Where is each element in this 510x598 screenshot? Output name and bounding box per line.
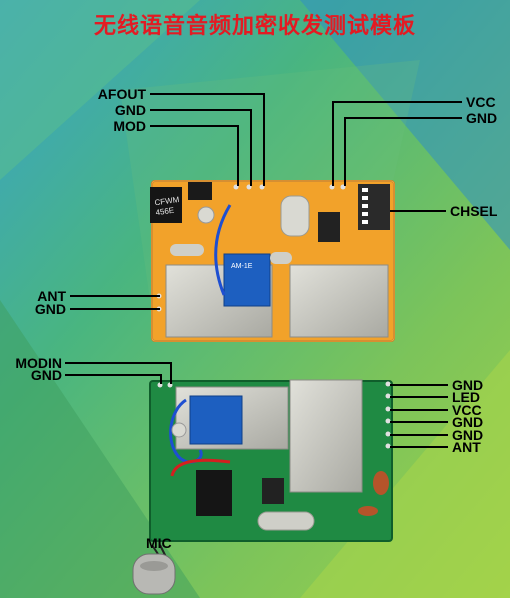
- small-crystal: [170, 244, 204, 256]
- leader-right-2: [390, 396, 448, 398]
- leader-gnd-top-right-drop: [344, 117, 346, 186]
- ic-chip: [318, 212, 340, 242]
- leader-right-3: [390, 409, 448, 411]
- label-chsel: CHSEL: [450, 203, 498, 219]
- bottom-transmitter-board: [132, 379, 393, 595]
- label-bottom-right-1: GND: [452, 377, 484, 393]
- filter-text-line2: 456E: [155, 206, 175, 218]
- crystal: [280, 195, 310, 237]
- soic-chip: [262, 478, 284, 504]
- label-bottom-right-2: LED: [452, 389, 480, 405]
- rf-shield-bottom-right: [289, 379, 363, 493]
- leader-right-4: [390, 421, 448, 423]
- leader-afout: [150, 93, 265, 95]
- bottom-crystal: [257, 511, 315, 531]
- trimmer-pot: [197, 206, 215, 224]
- audio-module: [223, 253, 271, 307]
- label-gnd-bottom-left: GND: [30, 367, 62, 383]
- page-title: 无线语音音频加密收发测试模板: [93, 14, 416, 39]
- leader-mod: [150, 125, 239, 127]
- dip-ic: [196, 470, 232, 516]
- label-gnd-top-1: GND: [114, 102, 146, 118]
- leader-gnd-top-right: [344, 117, 462, 119]
- leader-afout-drop: [263, 93, 265, 186]
- label-gnd-top-right: GND: [466, 110, 498, 126]
- leader-right-5: [390, 434, 448, 436]
- ceramic-filter: [150, 187, 182, 223]
- label-modin: MODIN: [15, 355, 62, 371]
- leader-gnd-bottom-left: [65, 374, 162, 376]
- leader-mod-drop: [237, 125, 239, 186]
- leader-gnd-top-drop: [250, 109, 252, 186]
- filter-text-line1: CFWM: [154, 195, 180, 207]
- leader-gnd-top: [150, 109, 252, 111]
- background-facet: [0, 0, 200, 180]
- background-facet: [300, 0, 510, 250]
- regulator-chip: [188, 182, 212, 200]
- leader-modin-drop: [170, 362, 172, 384]
- label-bottom-right-5: GND: [452, 427, 484, 443]
- leader-vcc-top: [332, 101, 462, 103]
- leader-chsel: [390, 210, 446, 212]
- leader-right-1: [390, 384, 448, 386]
- label-bottom-right-4: GND: [452, 414, 484, 430]
- audio-module-bottom: [189, 395, 243, 445]
- top-transceiver-board: AM-1E CFWM 456E: [150, 180, 395, 342]
- label-gnd-top-2: GND: [34, 301, 66, 317]
- trimmer-pot-bottom: [171, 422, 187, 438]
- blue-wire-bottom: [169, 398, 203, 464]
- leader-ant-top: [70, 295, 160, 297]
- microphone: [132, 553, 176, 595]
- label-bottom-right-6: ANT: [452, 439, 481, 455]
- leader-vcc-top-drop: [332, 101, 334, 186]
- label-mod: MOD: [113, 118, 146, 134]
- label-afout: AFOUT: [97, 86, 146, 102]
- module-text: AM-1E: [231, 263, 253, 270]
- leader-right-6: [390, 446, 448, 448]
- leader-gnd-bottom-left-drop: [160, 374, 162, 384]
- rf-shield-right: [289, 264, 389, 338]
- label-bottom-right-3: VCC: [452, 402, 482, 418]
- label-ant-top: ANT: [37, 288, 66, 304]
- leader-gnd-top-left: [70, 308, 160, 310]
- label-mic: MIC: [146, 535, 172, 551]
- blue-wire: [214, 204, 232, 296]
- small-crystal: [270, 252, 292, 264]
- coil-inductor: [373, 471, 389, 495]
- leader-modin: [65, 362, 172, 364]
- label-vcc-top: VCC: [466, 94, 496, 110]
- red-wire: [170, 458, 231, 477]
- coil-inductor: [358, 506, 378, 516]
